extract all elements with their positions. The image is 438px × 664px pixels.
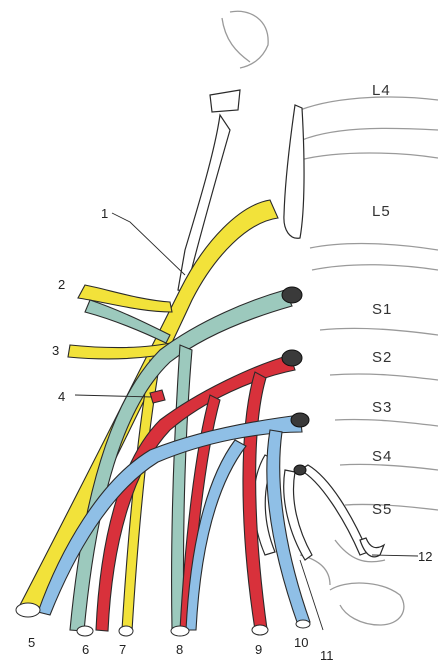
cut-end-10 (296, 620, 310, 628)
cut-end-8 (171, 626, 189, 636)
s3-foramen-line (335, 419, 438, 426)
callout-4: 4 (58, 390, 65, 403)
red-branch-4 (150, 390, 165, 403)
s3-ganglion (291, 413, 309, 427)
callout-5: 5 (28, 636, 35, 649)
cut-end-5 (16, 603, 40, 617)
l5-body-upper (300, 153, 438, 160)
l4-transverse-process (230, 11, 268, 68)
l4-body-lower (300, 97, 438, 110)
s4-foramen-line (340, 464, 438, 470)
s2-ganglion (282, 350, 302, 366)
coccygeal-bone (330, 583, 404, 625)
callout-12: 12 (418, 550, 432, 563)
label-s5: S5 (372, 502, 392, 517)
l5-body-lower (310, 244, 438, 250)
label-s2: S2 (372, 350, 392, 365)
label-l5: L5 (372, 204, 391, 219)
leader-1 (112, 213, 185, 275)
blue-branch-10 (267, 430, 310, 625)
callout-6: 6 (82, 643, 89, 656)
callout-10: 10 (294, 636, 308, 649)
callout-11: 11 (320, 649, 334, 662)
label-s1: S1 (372, 302, 392, 317)
s2-foramen-line (330, 374, 438, 380)
label-s4: S4 (372, 449, 392, 464)
upper-stub (210, 90, 240, 112)
callout-2: 2 (58, 278, 65, 291)
coccygeal-nerve-white (300, 465, 368, 555)
callout-7: 7 (119, 643, 126, 656)
sacrum-top (312, 265, 438, 270)
cut-end-6 (77, 626, 93, 636)
callout-3: 3 (52, 344, 59, 357)
label-s3: S3 (372, 400, 392, 415)
l4-l5-disc (302, 128, 438, 140)
cut-end-9 (252, 625, 268, 635)
label-l4: L4 (372, 83, 391, 98)
s1-ganglion (282, 287, 302, 303)
s4-ganglion (294, 465, 306, 475)
l4-process-edge (222, 18, 250, 62)
cut-end-7 (119, 626, 133, 636)
callout-9: 9 (255, 643, 262, 656)
s1-foramen-line (320, 328, 438, 335)
callout-8: 8 (176, 643, 183, 656)
ganglia (282, 287, 309, 475)
callout-1: 1 (101, 207, 108, 220)
l4-root-white (284, 105, 304, 238)
